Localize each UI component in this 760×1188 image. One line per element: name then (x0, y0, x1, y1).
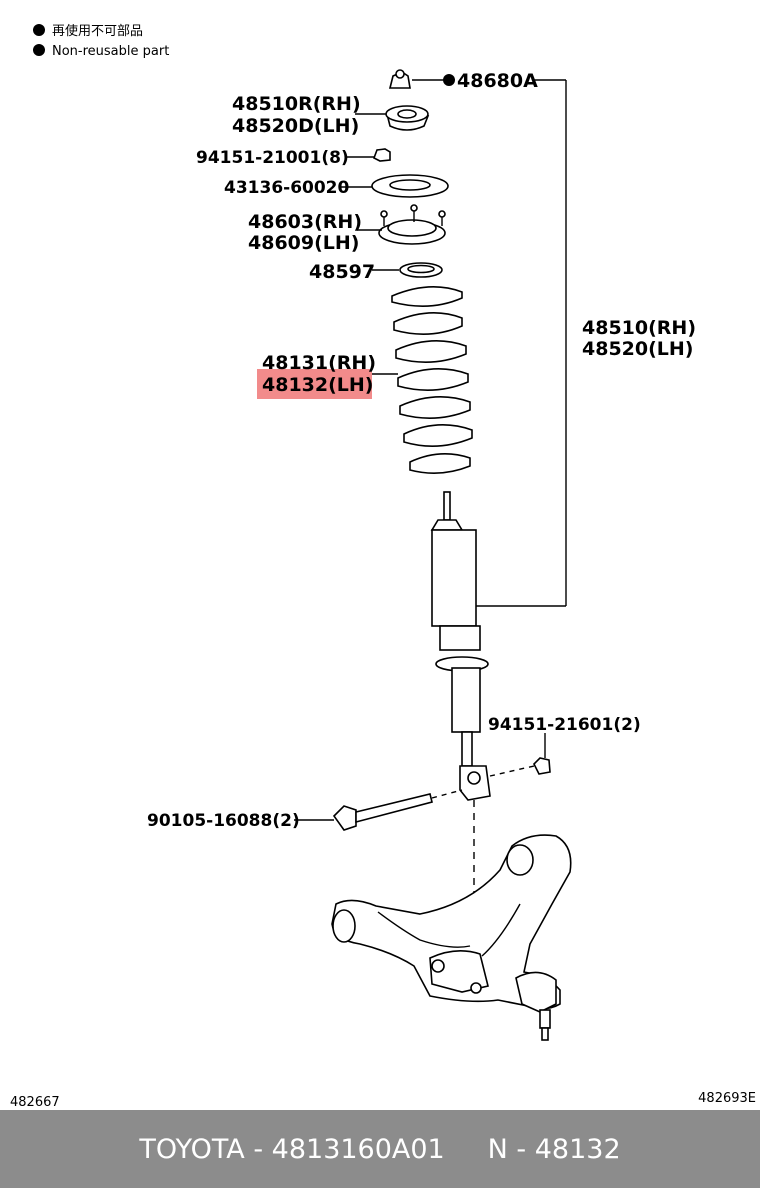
label-48597[interactable]: 48597 (309, 261, 375, 283)
part-48597-seat[interactable] (399, 262, 443, 278)
label-90105-16088[interactable]: 90105-16088(2) (147, 811, 300, 831)
parts-diagram: 再使用不可部品 Non-reusable part (10, 23, 756, 1110)
ref-left: 482667 (10, 1095, 60, 1110)
part-48603-support[interactable] (378, 204, 446, 245)
footer-part-number: TOYOTA - 4813160A01 N - 48132 (139, 1133, 621, 1165)
callout-labels: 48680A 48510R(RH) 48520D(LH) 94151-21001… (147, 70, 696, 831)
label-94151-21001[interactable]: 94151-21001(8) (196, 148, 349, 168)
footer-bar: TOYOTA - 4813160A01 N - 48132 (0, 1110, 760, 1188)
non-reusable-dot-icon (443, 74, 455, 86)
label-48603[interactable]: 48603(RH) (248, 211, 362, 233)
part-43136-plate[interactable] (371, 174, 449, 198)
leader-lines (294, 79, 567, 821)
part-coil-spring[interactable] (391, 286, 473, 474)
label-94151-21601[interactable]: 94151-21601(2) (488, 715, 641, 735)
legend: 再使用不可部品 Non-reusable part (33, 23, 169, 59)
legend-en: Non-reusable part (52, 44, 169, 59)
label-48132[interactable]: 48132(LH) (262, 374, 373, 396)
legend-jp: 再使用不可部品 (52, 23, 143, 39)
label-48510r[interactable]: 48510R(RH) (232, 93, 361, 115)
label-48131[interactable]: 48131(RH) (262, 352, 376, 374)
label-43136-60020[interactable]: 43136-60020 (224, 178, 350, 198)
label-48520d[interactable]: 48520D(LH) (232, 115, 359, 137)
part-shock-absorber[interactable] (430, 491, 491, 801)
label-48609[interactable]: 48609(LH) (248, 232, 359, 254)
part-lower-arm[interactable] (331, 834, 572, 1041)
label-48510[interactable]: 48510(RH) (582, 317, 696, 339)
part-48680a-nut[interactable] (388, 69, 411, 89)
highlight-box (257, 369, 372, 399)
label-48680a[interactable]: 48680A (457, 70, 538, 92)
part-94151-21001-nut[interactable] (372, 148, 391, 162)
ref-right: 482693E (698, 1091, 756, 1106)
part-48510r-bushing[interactable] (385, 105, 430, 131)
part-94151-21601-nut[interactable] (533, 757, 551, 775)
legend-dot-icon (33, 44, 45, 56)
part-90105-bolt[interactable] (332, 793, 433, 831)
legend-dot-icon (33, 24, 45, 36)
label-48520[interactable]: 48520(LH) (582, 338, 693, 360)
